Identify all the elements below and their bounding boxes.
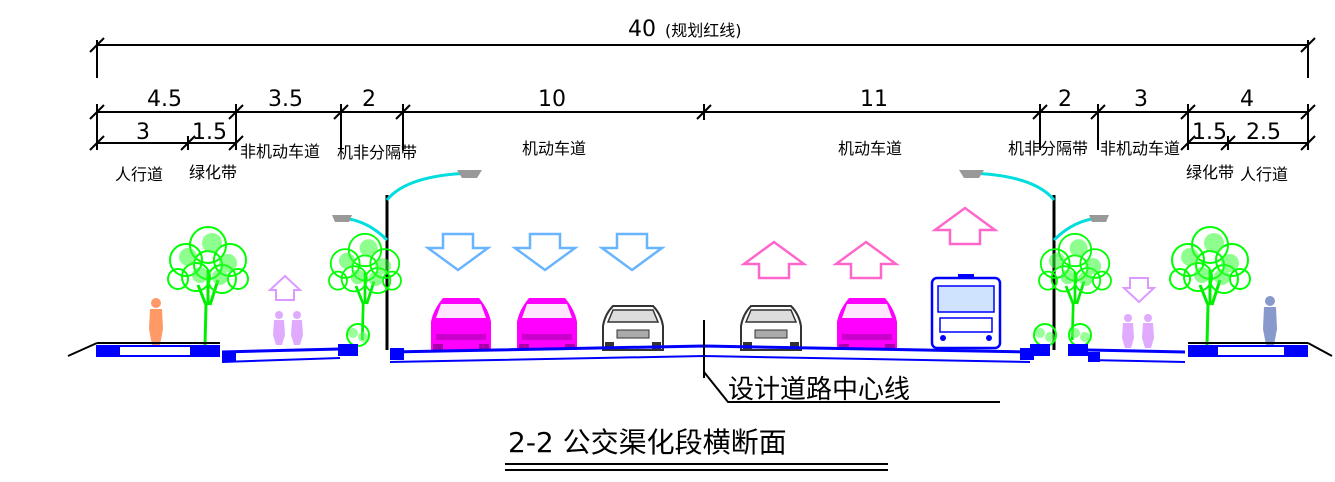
label-left-motor: 机动车道 — [522, 139, 586, 158]
arrow-down-2 — [513, 232, 577, 272]
dimension-lines — [89, 37, 1316, 151]
label-left-sep: 机非分隔带 — [337, 143, 417, 162]
label-right-motor: 机动车道 — [838, 139, 902, 158]
centerline: 设计道路中心线 — [703, 320, 1000, 405]
dim-left-bike: 3.5 — [268, 87, 303, 112]
dim-left-motor: 10 — [538, 87, 566, 112]
shrub-left — [346, 323, 370, 347]
centerline-label: 设计道路中心线 — [728, 375, 910, 405]
dim-right-walk: 2.5 — [1246, 120, 1281, 145]
zone-labels: 人行道 绿化带 非机动车道 机非分隔带 机动车道 机动车道 机非分隔带 非机动车… — [115, 139, 1288, 184]
dim-right-motor: 11 — [860, 87, 888, 112]
cyclists-left-icon — [267, 274, 303, 345]
drawing-title: 2-2 公交渠化段横断面 — [505, 426, 888, 471]
dim-left-walk-total: 4.5 — [147, 87, 182, 112]
label-left-bike: 非机动车道 — [240, 142, 320, 161]
arrow-up-2 — [834, 240, 898, 280]
dim-left-sep: 2 — [362, 87, 376, 112]
car-magenta-1 — [431, 298, 491, 350]
dim-right-bike: 3 — [1134, 87, 1148, 112]
label-right-walk: 人行道 — [1240, 165, 1288, 184]
label-right-bike: 非机动车道 — [1100, 139, 1180, 158]
car-magenta-2 — [517, 298, 577, 350]
shrub-right-1 — [1033, 323, 1057, 347]
dim-right-sep: 2 — [1058, 87, 1072, 112]
label-right-green: 绿化带 — [1186, 163, 1234, 182]
dim-right-walk-total: 4 — [1240, 87, 1254, 112]
dim-left-walk: 3 — [136, 120, 150, 145]
car-gray-1 — [602, 305, 664, 351]
cyclists-right-icon — [1121, 277, 1157, 348]
total-width: 40 — [628, 17, 656, 42]
arrow-up-1 — [742, 240, 806, 280]
label-left-walk: 人行道 — [115, 165, 163, 184]
car-magenta-3 — [837, 298, 897, 350]
tree-left-1 — [166, 225, 250, 347]
arrow-up-3 — [933, 206, 997, 246]
road-section — [67, 342, 1333, 363]
dimension-texts: 40 (规划红线) 4.5 3.5 2 10 11 2 3 4 3 1.5 1.… — [136, 17, 1281, 145]
dim-left-green: 1.5 — [192, 120, 227, 145]
pedestrian-right-icon — [1263, 296, 1277, 345]
dim-right-green: 1.5 — [1192, 120, 1227, 145]
arrow-down-1 — [426, 232, 490, 272]
label-left-green: 绿化带 — [189, 163, 237, 182]
car-gray-2 — [740, 305, 802, 351]
shrub-right-2 — [1068, 323, 1092, 347]
title-text: 2-2 公交渠化段横断面 — [508, 426, 787, 459]
tree-left-2 — [327, 232, 403, 342]
arrow-down-3 — [600, 232, 664, 272]
label-right-sep: 机非分隔带 — [1008, 139, 1088, 158]
tree-right-2 — [1168, 225, 1252, 347]
bus-icon — [930, 274, 1002, 350]
pedestrian-left-icon — [149, 298, 163, 345]
total-width-note: (规划红线) — [665, 21, 742, 40]
